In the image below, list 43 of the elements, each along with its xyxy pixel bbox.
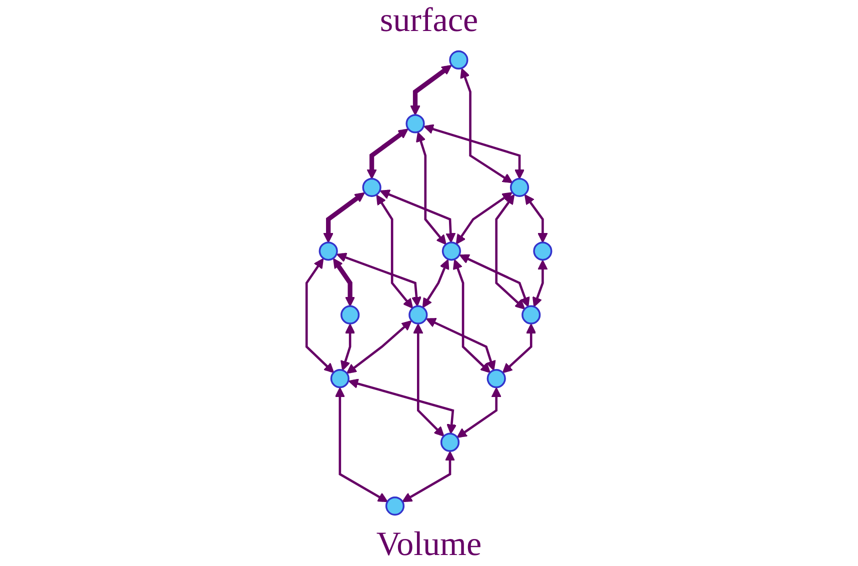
arrow xyxy=(402,451,456,502)
arrow xyxy=(502,324,536,374)
node-circle xyxy=(318,242,338,261)
node-circle xyxy=(340,305,360,324)
arrow xyxy=(333,258,356,307)
node-circle xyxy=(362,178,382,197)
node-circle xyxy=(486,369,506,388)
arrow xyxy=(416,132,446,245)
arrow xyxy=(305,258,334,374)
arrow xyxy=(460,68,513,184)
node-circle xyxy=(442,242,461,261)
arrow xyxy=(410,64,452,116)
node-circle xyxy=(408,305,428,324)
node-circle xyxy=(440,432,460,452)
node-circle xyxy=(449,50,468,70)
node-circle xyxy=(385,496,405,516)
arrow xyxy=(456,192,512,244)
arrow xyxy=(334,387,388,502)
arrow xyxy=(340,324,356,371)
arrow xyxy=(380,190,456,243)
arrow xyxy=(336,252,422,307)
arrow xyxy=(456,387,502,438)
arrow xyxy=(532,260,548,308)
heading-label: surface xyxy=(380,1,478,41)
node-circle xyxy=(522,305,541,324)
arrow xyxy=(348,378,457,434)
arrow xyxy=(323,192,365,243)
arrow xyxy=(459,254,530,308)
arrow xyxy=(422,259,450,308)
node-circle xyxy=(330,369,350,388)
arrow xyxy=(452,259,491,374)
node-circle xyxy=(510,178,530,197)
arrow xyxy=(524,194,548,243)
arrow xyxy=(413,324,444,437)
heading-label: Volume xyxy=(376,525,482,565)
arrow xyxy=(366,128,408,180)
arrow xyxy=(424,124,525,180)
arrow xyxy=(376,194,414,309)
node-circle xyxy=(406,114,425,134)
arrow xyxy=(495,194,526,310)
node-circle xyxy=(533,242,552,261)
arrow xyxy=(426,318,496,371)
arrow xyxy=(346,320,412,374)
